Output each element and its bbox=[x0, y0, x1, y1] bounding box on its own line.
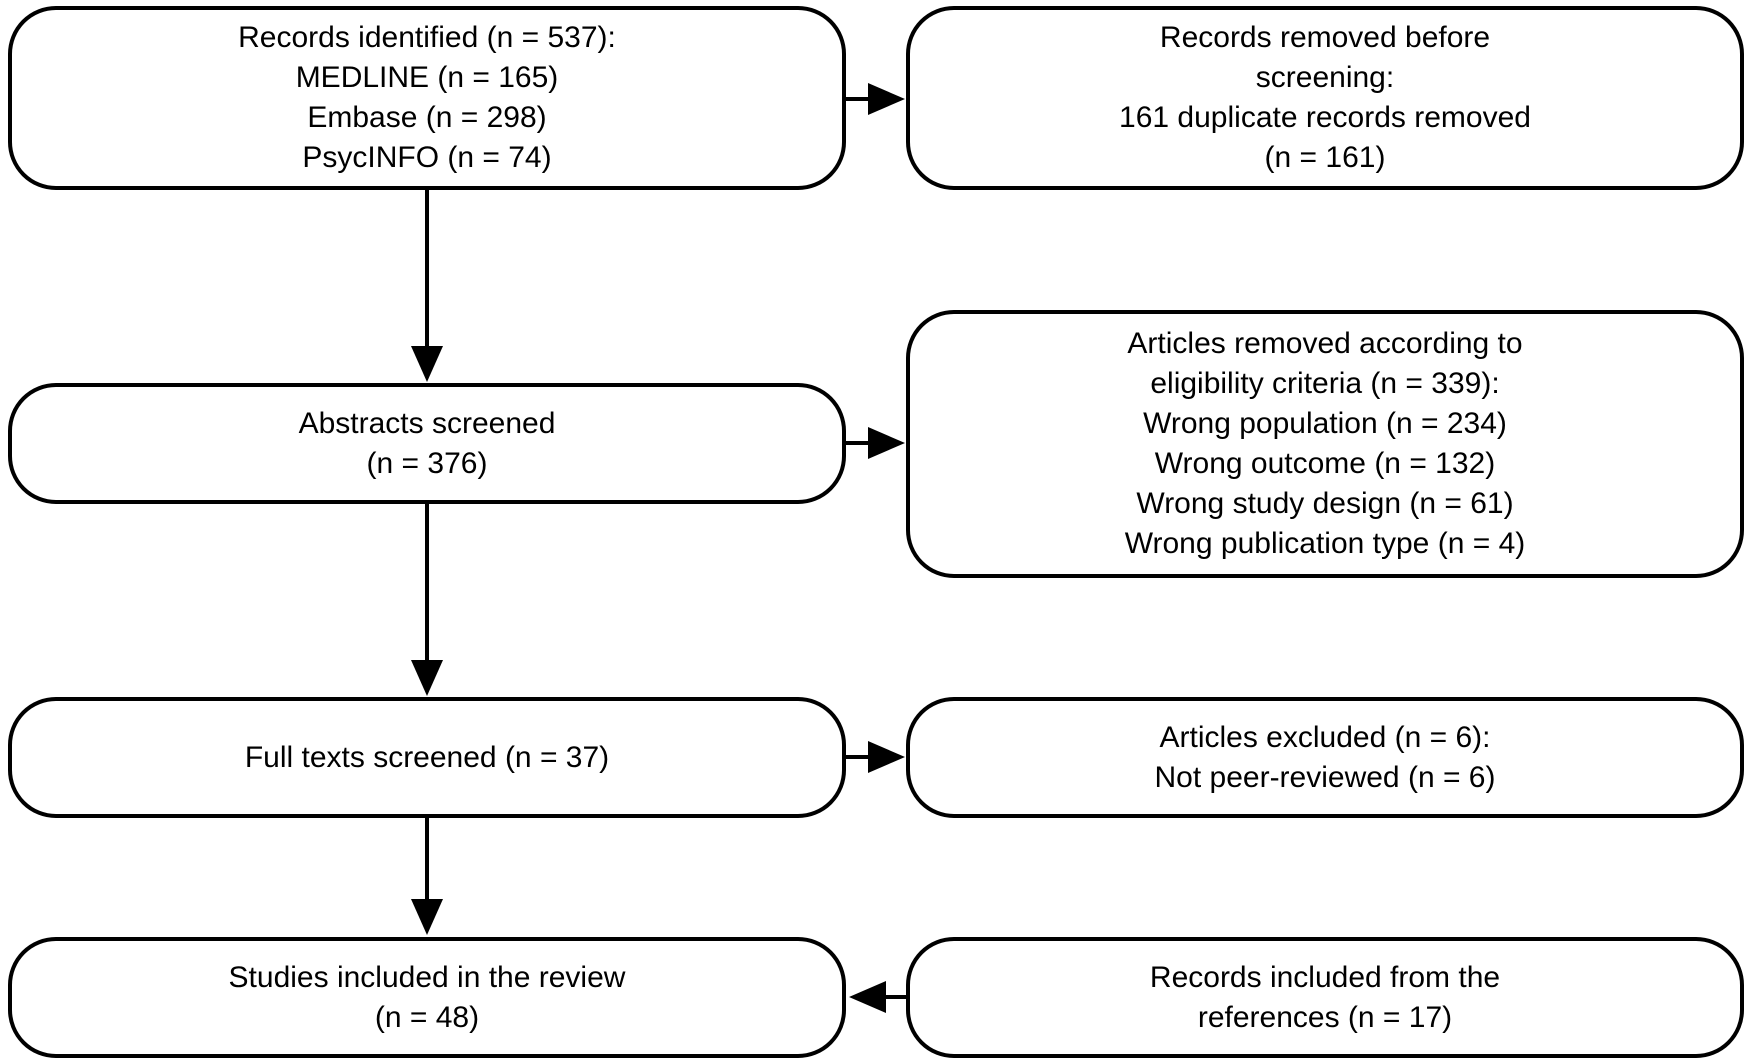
box-abstracts-screened: Abstracts screened (n = 376) bbox=[8, 383, 846, 504]
box-line: screening: bbox=[1255, 61, 1395, 94]
box-line: Full texts screened (n = 37) bbox=[244, 740, 610, 774]
box-line: MEDLINE (n = 165) bbox=[295, 61, 559, 94]
box-studies-included: Studies included in the review (n = 48) bbox=[8, 937, 846, 1058]
box-line: 161 duplicate records removed bbox=[1119, 101, 1531, 134]
box-line: (n = 376) bbox=[366, 446, 488, 480]
arrow-left-references-to-studies bbox=[849, 981, 906, 1013]
arrow-down-abstracts-to-fulltexts bbox=[411, 502, 443, 696]
box-line: Records included from the bbox=[1149, 960, 1501, 994]
box-line: Wrong study design (n = 61) bbox=[1136, 487, 1514, 520]
box-line: (n = 48) bbox=[374, 1000, 480, 1034]
box-records-from-references: Records included from the references (n … bbox=[906, 937, 1744, 1058]
box-line: Wrong publication type (n = 4) bbox=[1124, 527, 1526, 560]
box-articles-removed: Articles removed according to eligibilit… bbox=[906, 310, 1744, 578]
box-records-identified: Records identified (n = 537): MEDLINE (n… bbox=[8, 6, 846, 190]
box-records-removed: Records removed before screening: 161 du… bbox=[906, 6, 1744, 190]
box-line: Articles excluded (n = 6): bbox=[1159, 720, 1491, 754]
box-line: Abstracts screened bbox=[298, 406, 556, 440]
box-line: Wrong population (n = 234) bbox=[1143, 407, 1507, 440]
box-line: Studies included in the review bbox=[228, 960, 626, 994]
arrow-right-identified-to-removed bbox=[845, 83, 905, 115]
arrow-right-abstracts-to-articlesremoved bbox=[845, 427, 905, 459]
arrow-down-identified-to-abstracts bbox=[411, 188, 443, 382]
box-line: Records identified (n = 537): bbox=[238, 21, 616, 54]
box-line: Wrong outcome (n = 132) bbox=[1154, 447, 1496, 480]
arrow-right-fulltexts-to-excluded bbox=[845, 741, 905, 773]
box-articles-excluded: Articles excluded (n = 6): Not peer-revi… bbox=[906, 697, 1744, 818]
box-line: Articles removed according to bbox=[1127, 327, 1523, 360]
arrow-down-fulltexts-to-studies bbox=[411, 816, 443, 935]
box-line: Not peer-reviewed (n = 6) bbox=[1154, 760, 1496, 794]
box-line: (n = 161) bbox=[1264, 141, 1386, 174]
box-line: references (n = 17) bbox=[1197, 1000, 1453, 1034]
box-line: eligibility criteria (n = 339): bbox=[1150, 367, 1500, 400]
box-full-texts-screened: Full texts screened (n = 37) bbox=[8, 697, 846, 818]
box-line: Embase (n = 298) bbox=[307, 101, 547, 134]
box-line: Records removed before bbox=[1159, 21, 1491, 54]
box-line: PsycINFO (n = 74) bbox=[302, 141, 552, 174]
